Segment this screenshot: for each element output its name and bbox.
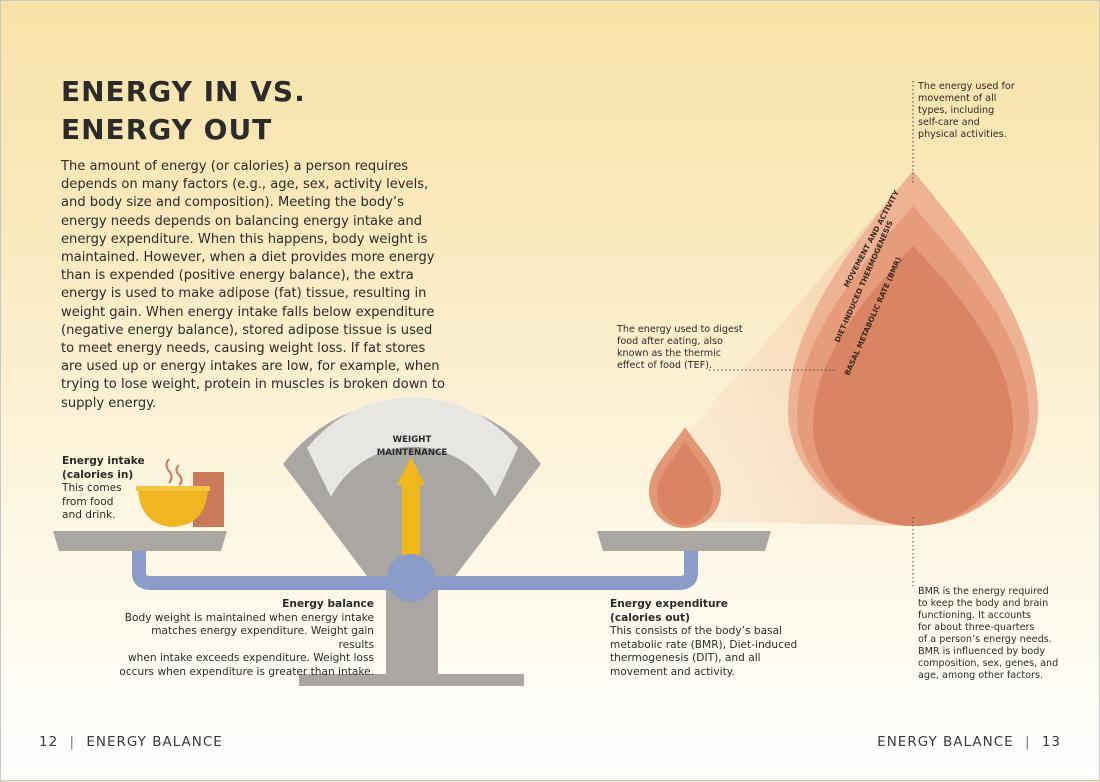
- dial-label-weight: WEIGHT: [393, 435, 432, 445]
- intro-paragraph: The amount of energy (or calories) a per…: [61, 159, 446, 411]
- steam-icon: [175, 464, 183, 486]
- dial-arrow-shaft: [402, 483, 420, 558]
- steam-icon: [165, 458, 173, 484]
- page-number-right: 13: [1041, 734, 1061, 750]
- scale-base: [299, 674, 524, 686]
- footer-left: 12 | ENERGY BALANCE: [39, 734, 223, 750]
- note-movement: The energy used for movement of all type…: [918, 81, 1015, 140]
- dial-arrow-head: [397, 457, 425, 485]
- balance-label: Energy balance Body weight is maintained…: [119, 598, 374, 678]
- intake-pan: [53, 531, 227, 551]
- footer-right: ENERGY BALANCE | 13: [877, 734, 1061, 750]
- title-line-1: ENERGY IN VS.: [61, 75, 306, 108]
- section-name-right: ENERGY BALANCE: [877, 734, 1014, 750]
- expenditure-label: Energy expenditure (calories out) This c…: [610, 598, 798, 678]
- drop-layer-bmr: [813, 246, 1013, 526]
- title-line-2: ENERGY OUT: [61, 113, 273, 146]
- dial-face: [307, 397, 518, 497]
- bowl-icon: [138, 489, 208, 527]
- expenditure-pan: [597, 531, 771, 551]
- intake-label: Energy intake (calories in) This comes f…: [62, 455, 145, 522]
- note-tef: The energy used to digest food after eat…: [617, 324, 743, 371]
- dial-label-maintenance: MAINTENANCE: [377, 448, 448, 458]
- section-name-left: ENERGY BALANCE: [86, 734, 223, 750]
- note-bmr: BMR is the energy required to keep the b…: [918, 586, 1059, 681]
- page-title: ENERGY IN VS. ENERGY OUT: [61, 73, 306, 149]
- beam-pivot: [387, 554, 435, 602]
- page-number-left: 12: [39, 734, 59, 750]
